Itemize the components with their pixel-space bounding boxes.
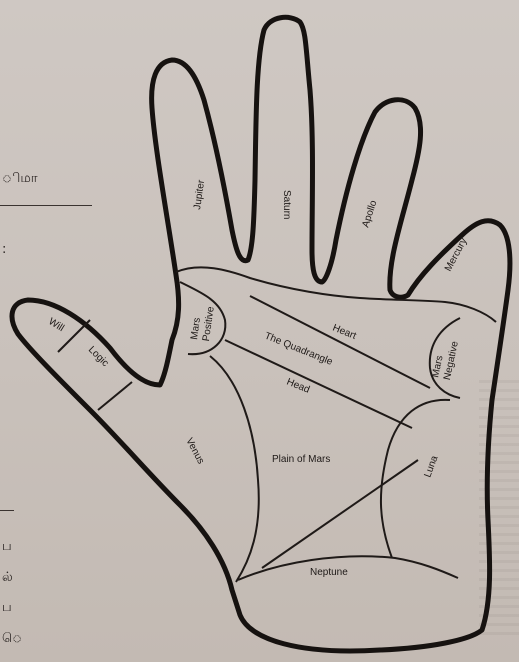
mars-positive-word-2: Positive [201, 305, 217, 342]
region-label-plain-of-mars: Plain of Mars [272, 454, 330, 465]
mount-label-mercury: Mercury [443, 236, 470, 273]
fate-line [262, 460, 418, 568]
mount-label-neptune: Neptune [310, 567, 348, 578]
mount-label-venus: Venus [183, 436, 206, 466]
mount-label-saturn: Saturn [281, 190, 292, 219]
thumb-joint-line-lower [98, 382, 132, 410]
mount-label-mars-positive: MarsPositive [189, 304, 217, 342]
mount-label-jupiter: Jupiter [192, 179, 207, 211]
finger-base-line [176, 267, 496, 322]
neptune-boundary [238, 556, 458, 580]
hand-outline [12, 17, 510, 651]
mars-positive-region [180, 282, 225, 354]
mount-label-luna: Luna [422, 454, 440, 479]
mount-label-will: Will [46, 316, 65, 334]
mount-label-mars-negative: MarsNegative [430, 337, 461, 381]
mount-label-apollo: Apollo [360, 199, 379, 229]
